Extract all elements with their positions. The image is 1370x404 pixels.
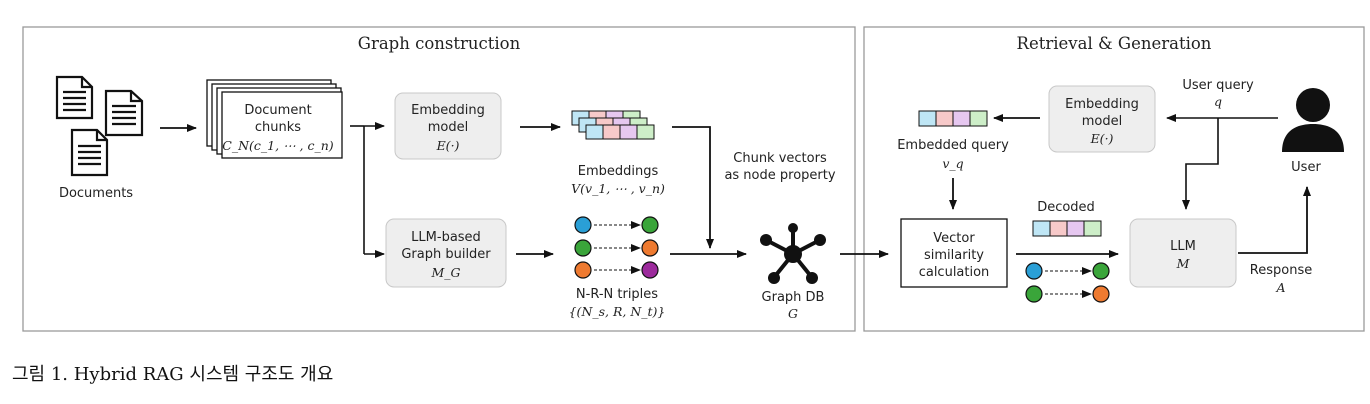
document-chunks-stack: [206, 79, 343, 159]
vector-cell: [935, 110, 954, 127]
triples-group: [574, 216, 659, 279]
chunk-vectors-label-1: Chunk vectors: [733, 151, 827, 166]
triples-math: {(N_s, R, N_t)}: [569, 304, 666, 319]
embedding-model2-math: E(·): [1090, 131, 1114, 146]
decoded-triples: [1025, 262, 1110, 303]
vector-cell: [619, 124, 638, 140]
vector-sim-label-3: calculation: [919, 265, 990, 280]
llm-graph-builder-box: [385, 218, 507, 288]
graph-construction-title: Graph construction: [358, 34, 521, 53]
embedding-model-label-1: Embedding: [411, 103, 485, 118]
decoded-vector: [1032, 220, 1102, 237]
document-icon: [104, 89, 144, 137]
vector-sim-label-1: Vector: [933, 231, 975, 246]
embeddings-math: V(v_1, ⋯ , v_n): [571, 181, 665, 196]
arrow-llm-to-user: [1238, 186, 1311, 254]
triple-node-target: [641, 261, 659, 279]
arrow-embeddings-to-graph-db: [672, 126, 714, 249]
vector-cell: [1049, 220, 1068, 237]
vector-cell: [952, 110, 971, 127]
embedding-model2-label-2: model: [1082, 114, 1122, 129]
user-query-label: User query: [1182, 78, 1254, 93]
embedding-model-box: [394, 92, 502, 160]
vector-cell: [1066, 220, 1085, 237]
vector-cell: [1032, 220, 1051, 237]
arrow-user-query-to-llm: [1182, 118, 1219, 210]
vector-sim-label-2: similarity: [924, 248, 984, 263]
vector-similarity-box: [900, 218, 1008, 288]
user-query-math: q: [1214, 94, 1222, 109]
triple-node-source: [574, 216, 592, 234]
embedded-query-label: Embedded query: [897, 138, 1009, 153]
embedding-model-retrieval-box: [1048, 85, 1156, 153]
user-label: User: [1291, 160, 1321, 175]
triple-node-target: [641, 216, 659, 234]
vector-cell: [918, 110, 937, 127]
document-chunks-label-2: chunks: [255, 120, 301, 135]
triple-node-source: [574, 239, 592, 257]
vector-cell: [602, 124, 621, 140]
triple-node-source: [574, 261, 592, 279]
embedded-query-vector: [918, 110, 988, 127]
document-icon-group: [55, 75, 144, 177]
chunk-vectors-label-2: as node property: [724, 168, 835, 183]
llm-box: [1129, 218, 1237, 288]
graph-db-icon: [760, 223, 826, 284]
figure-caption: 그림 1. Hybrid RAG 시스템 구조도 개요: [12, 364, 334, 385]
embedding-model-label-2: model: [428, 120, 468, 135]
response-label: Response: [1250, 263, 1312, 278]
vector-cell: [1083, 220, 1102, 237]
retrieval-generation-panel: [863, 26, 1365, 332]
response-math: A: [1275, 280, 1285, 295]
embedding-model2-label-1: Embedding: [1065, 97, 1139, 112]
llm-builder-label-2: Graph builder: [401, 247, 491, 262]
llm-builder-math: M_G: [430, 265, 460, 280]
vector-cell: [585, 124, 604, 140]
graph-construction-panel: [22, 26, 856, 332]
vector-cell: [969, 110, 988, 127]
embedded-query-math: v_q: [942, 156, 963, 171]
llm-math: M: [1176, 256, 1191, 271]
graph-db-math: G: [788, 306, 798, 321]
embeddings-label: Embeddings: [578, 164, 659, 179]
triple-node-target: [1092, 285, 1110, 303]
document-icon: [55, 75, 94, 120]
document-chunks-label-1: Document: [244, 103, 311, 118]
triple-node-target: [641, 239, 659, 257]
documents-label: Documents: [59, 186, 133, 201]
user-icon: [1282, 88, 1344, 152]
triples-label: N-R-N triples: [576, 287, 658, 302]
retrieval-generation-title: Retrieval & Generation: [1017, 34, 1212, 53]
document-chunks-math: C_N(c_1, ⋯ , c_n): [222, 138, 334, 153]
triple-node-source: [1025, 285, 1043, 303]
graph-db-label: Graph DB: [762, 290, 825, 305]
triple-node-target: [1092, 262, 1110, 280]
llm-builder-label-1: LLM-based: [411, 230, 481, 245]
embeddings-vectors: [571, 110, 655, 140]
vector-cell: [636, 124, 655, 140]
decoded-label: Decoded: [1037, 200, 1095, 215]
triple-node-source: [1025, 262, 1043, 280]
embedding-model-math: E(·): [436, 138, 460, 153]
document-icon: [70, 128, 109, 177]
llm-label: LLM: [1170, 239, 1196, 254]
